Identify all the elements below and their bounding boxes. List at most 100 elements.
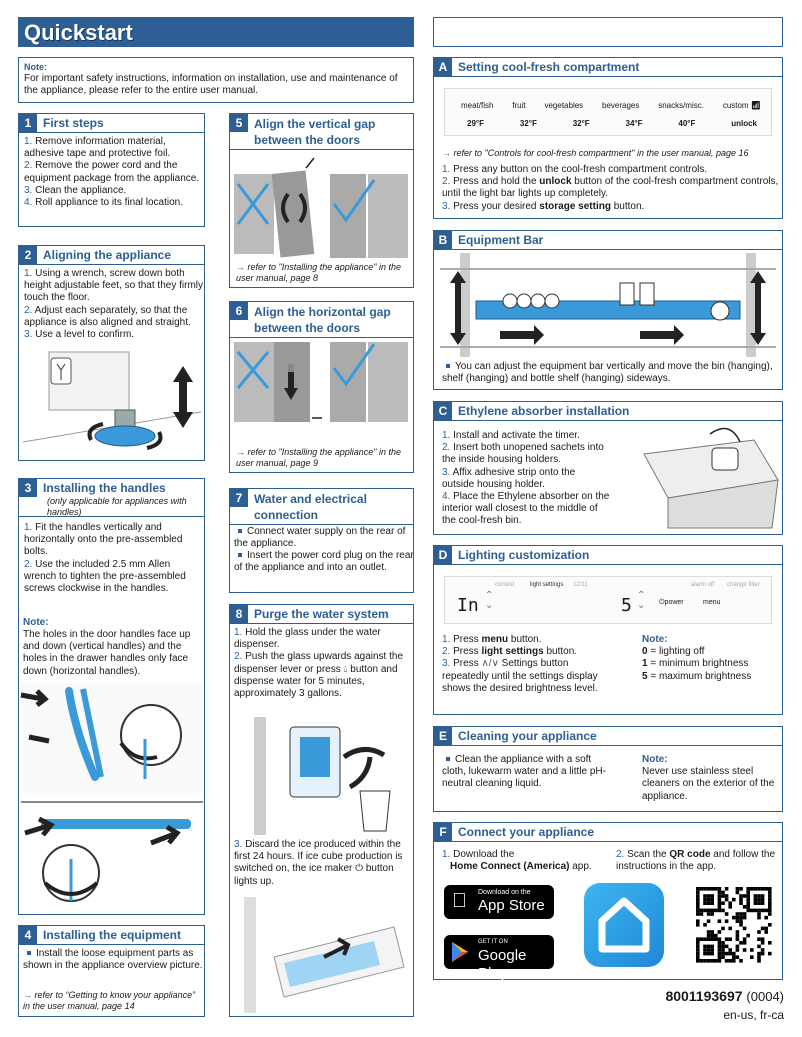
qr-module [746,897,750,902]
qr-module [742,937,747,941]
qr-module [739,912,743,916]
qr-module [746,933,750,938]
list-item: 2. Use the included 2.5 mm Allen wrench … [24,558,186,594]
section-number: 4 [19,926,37,944]
google-play-badge[interactable]: GET IT ON Google Play [444,935,554,982]
qr-module [732,959,736,963]
panel-label[interactable]: beverages [602,101,640,110]
qr-module [706,901,711,905]
section-title: Lighting customization [458,548,590,562]
qr-module [757,897,761,902]
qr-module [757,915,761,920]
qr-module [724,894,729,898]
qr-module [724,897,729,902]
menu-button[interactable]: menu [703,599,721,606]
list-item: 1. Install and activate the timer. [442,430,580,441]
qr-module [739,941,743,945]
qr-module [732,955,736,959]
qr-module [760,887,765,891]
list-item: 4. Place the Ethylene absorber on the in… [442,490,610,527]
qr-module [760,948,765,952]
section-number: 5 [230,114,248,132]
qr-module [703,937,707,941]
section-title: Ethylene absorber installation [458,404,630,418]
qr-code[interactable] [694,883,774,967]
qr-module [735,930,740,934]
qr-module [696,912,700,916]
qr-module [714,887,718,891]
panel-top-item[interactable]: alarm off [691,582,715,588]
qr-module [710,887,714,891]
qr-module [703,951,707,956]
qr-module [760,937,765,941]
qr-module [699,912,704,916]
qr-module [721,941,725,945]
qr-module [746,901,750,905]
chevron-updown-icon[interactable]: ⌃⌄ [485,590,494,611]
qr-module [768,890,772,895]
qr-module [696,897,700,902]
qr-module [757,912,761,916]
panel-label[interactable]: snacks/misc. [658,101,704,110]
connect-step-2: 2. Scan the QR code and follow the instr… [616,849,776,873]
unlock-button[interactable]: unlock [731,119,757,128]
qr-module [735,937,740,941]
panel-top-item[interactable]: light settings [530,582,564,588]
intro-note: Note: For important safety instructions,… [18,57,414,103]
qr-module [724,951,729,956]
revision: (0004) [746,989,784,1004]
qr-module [742,948,747,952]
qr-module [768,941,772,945]
equipment-bar-illustration [440,253,776,357]
qr-module [710,897,714,902]
home-connect-app-icon[interactable] [584,883,664,967]
home-icon [598,897,650,953]
panel-top-item[interactable]: change filter [727,582,760,588]
qr-module [696,948,700,952]
google-play-big-text: Google Play [478,947,527,983]
qr-module [696,890,700,895]
qr-module [728,951,732,956]
qr-module [717,905,722,909]
power-bullet: Insert the power cord plug on the rear o… [234,550,414,574]
chevron-updown-icon[interactable]: ⌃⌄ [637,590,646,611]
qr-module [753,897,758,902]
qr-module [717,941,722,945]
qr-module [742,912,747,916]
section-title: Setting cool-fresh compartment [458,60,640,74]
qr-module [760,894,765,898]
panel-top-item[interactable]: contest [495,582,515,588]
qr-module [696,901,700,905]
handles-illustration [20,683,203,902]
panel-label[interactable]: vegetables [544,101,584,110]
panel-top-item[interactable]: 12/11 [573,582,588,588]
qr-module [706,951,711,956]
cool-fresh-panel: meat/fish fruit vegetables beverages sna… [444,88,772,136]
qr-module [706,944,711,949]
app-store-badge[interactable]:  Download on the App Store [444,885,554,919]
qr-module [710,908,714,913]
section-title: Align the vertical gap between the doors [254,117,376,147]
qr-module [703,908,707,913]
qr-module [757,901,761,905]
qr-module [753,887,758,891]
qr-module [717,948,722,952]
list-item: 1. Fit the handles vertically and horizo… [24,522,183,558]
qr-module [696,937,700,941]
panel-label[interactable]: fruit [512,101,526,110]
qr-module [724,887,729,891]
qr-module [739,901,743,905]
list-item: 3. Press ∧/∨ Settings button repeatedly … [442,658,598,694]
qr-module [760,908,765,913]
right-empty-header [433,17,783,47]
qr-module [696,951,700,956]
qr-module [721,901,725,905]
panel-label[interactable]: meat/fish [461,101,494,110]
panel-label[interactable]: custom 📶︎ [722,101,761,110]
qr-module [753,908,758,913]
power-button[interactable]: ⏻power [659,599,684,606]
